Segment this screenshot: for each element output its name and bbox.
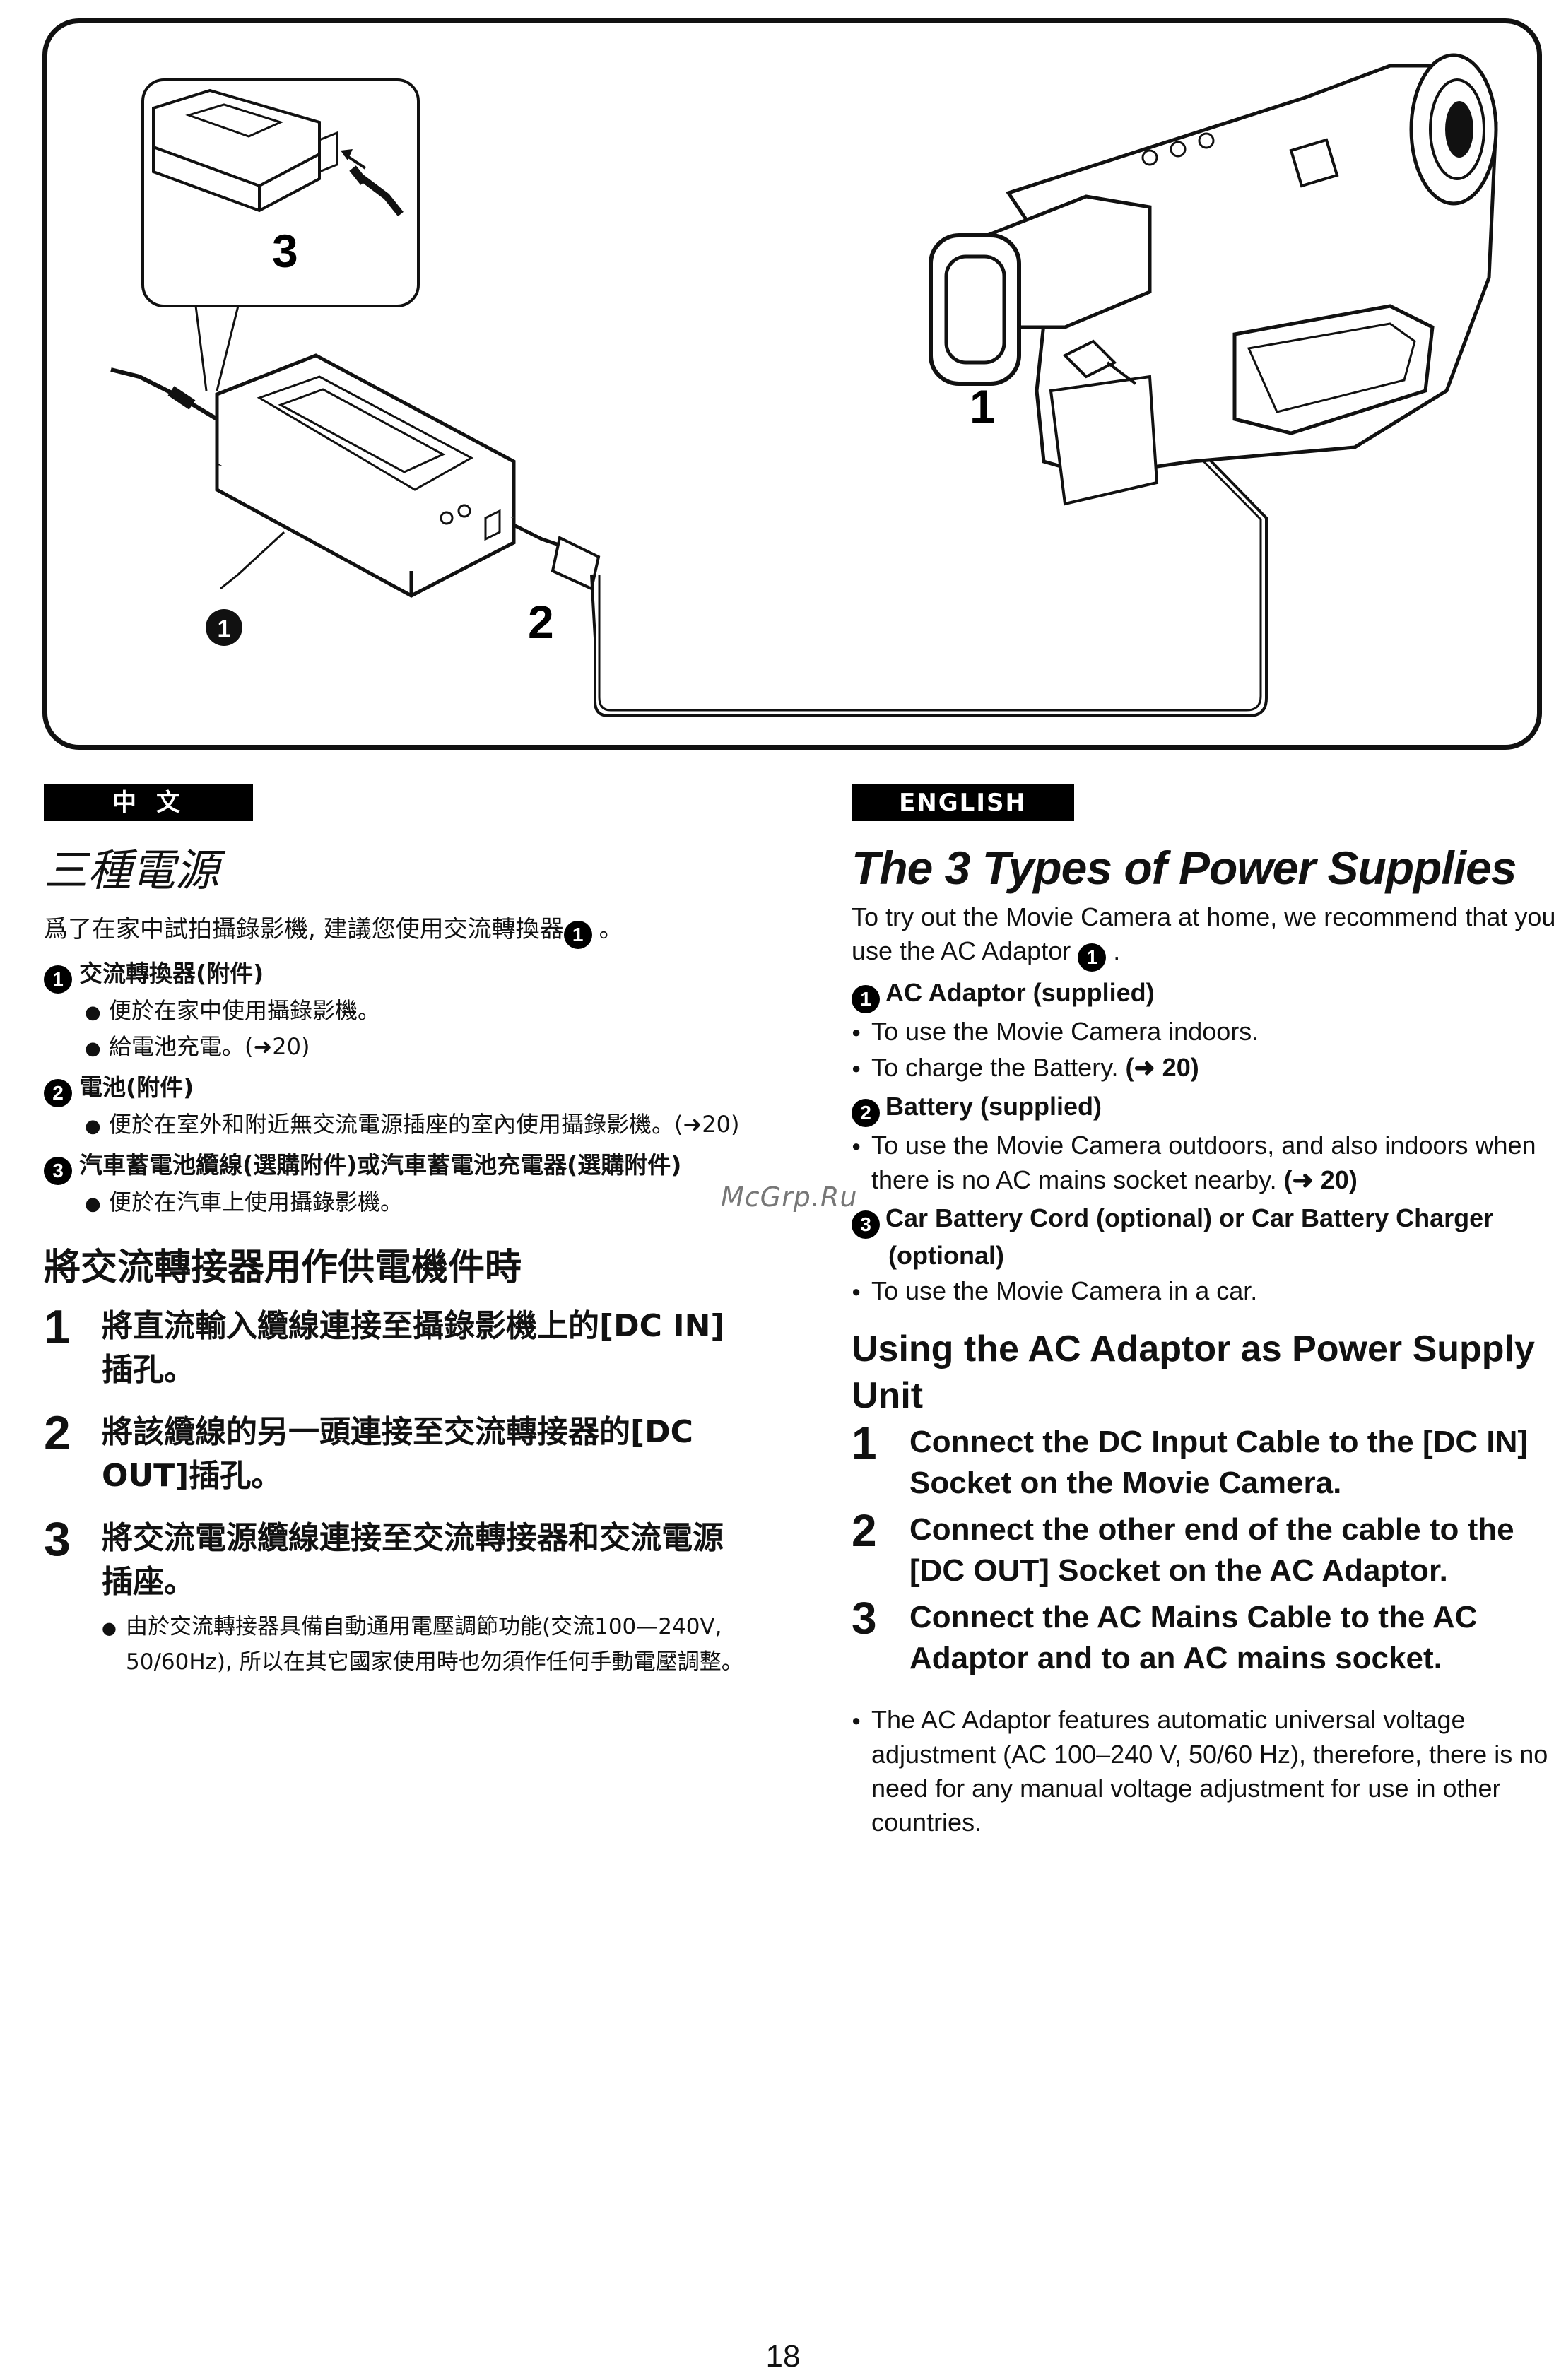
lang-label-english: ENGLISH: [852, 784, 1074, 821]
step-text: 將交流電源纜線連接至交流轉接器和交流電源插座。: [102, 1520, 724, 1600]
circled-2: 2: [852, 1099, 880, 1127]
zh-step-1: 1 將直流輸入纜線連接至攝錄影機上的[DC IN]插孔。: [44, 1300, 750, 1392]
illustration-panel: 3 1 2 1: [42, 18, 1542, 750]
zh-item-1: 1 交流轉換器(附件) 便於在家中使用攝錄影機。 給電池充電。(➜20): [44, 956, 750, 1066]
step-text: Connect the AC Mains Cable to the AC Ada…: [909, 1600, 1478, 1675]
en-item-1: 1AC Adaptor (supplied) To use the Movie …: [852, 976, 1558, 1085]
zh-intro-text: 爲了在家中試拍攝錄影機, 建議您使用交流轉換器: [44, 915, 564, 943]
label-3: 3: [272, 225, 298, 277]
circled-1: 1: [44, 965, 72, 994]
step-number: 3: [44, 1512, 71, 1566]
circled-1: 1: [1078, 943, 1107, 972]
en-heading-2: Using the AC Adaptor as Power Supply Uni…: [852, 1329, 1535, 1416]
en-step-3: 3 Connect the AC Mains Cable to the AC A…: [852, 1593, 1558, 1679]
zh-intro-end: 。: [599, 915, 623, 943]
en-bullet: To use the Movie Camera in a car.: [852, 1274, 1558, 1309]
zh-item-1-head: 1 交流轉換器(附件): [44, 956, 750, 994]
step-number: 2: [852, 1505, 877, 1556]
en-bullet: To use the Movie Camera indoors.: [852, 1015, 1558, 1049]
en-intro-text: To try out the Movie Camera at home, we …: [852, 902, 1556, 965]
en-item-1-title: AC Adaptor (supplied): [885, 978, 1155, 1007]
lang-label-chinese: 中文: [44, 784, 253, 821]
connection-diagram: 3 1 2 1: [110, 53, 1498, 717]
zh-bullet: 便於在家中使用攝錄影機。: [85, 994, 750, 1030]
page-reference: (➜ 20): [1125, 1053, 1199, 1082]
step-number: 2: [44, 1406, 71, 1460]
zh-item-1-title: 交流轉換器(附件): [79, 960, 264, 987]
page-number: 18: [765, 2339, 801, 2374]
step-number: 3: [852, 1593, 877, 1644]
step-text: 將該纜線的另一頭連接至交流轉接器的[DC OUT]插孔。: [102, 1414, 693, 1494]
en-note: The AC Adaptor features automatic univer…: [852, 1703, 1558, 1839]
en-intro-end: .: [1113, 936, 1121, 965]
en-intro: To try out the Movie Camera at home, we …: [852, 900, 1558, 972]
zh-bullet: 便於在室外和附近無交流電源插座的室內使用攝錄影機。(➜20): [85, 1107, 750, 1143]
step-text: Connect the other end of the cable to th…: [909, 1512, 1514, 1588]
zh-item-2: 2電池(附件) 便於在室外和附近無交流電源插座的室內使用攝錄影機。(➜20): [44, 1070, 750, 1143]
circled-1: 1: [852, 985, 880, 1013]
circled-1: 1: [563, 921, 592, 949]
step-number: 1: [852, 1418, 877, 1468]
ac-adaptor-drawing: [110, 353, 516, 598]
en-item-3-title: Car Battery Cord (optional) or Car Batte…: [885, 1203, 1494, 1270]
en-step-1: 1 Connect the DC Input Cable to the [DC …: [852, 1418, 1558, 1504]
label-1: 1: [970, 380, 996, 432]
step-number: 1: [44, 1300, 71, 1354]
zh-bullet: 給電池充電。(➜20): [85, 1030, 750, 1066]
step-text: Connect the DC Input Cable to the [DC IN…: [909, 1425, 1529, 1500]
zh-bullet: 便於在汽車上使用攝錄影機。: [85, 1185, 750, 1221]
watermark: McGrp.Ru: [721, 1182, 858, 1213]
charger-closeup-inset: [141, 78, 420, 307]
en-bullet-text: To use the Movie Camera in a car.: [871, 1276, 1258, 1305]
circled-3: 3: [852, 1210, 880, 1239]
circled-3: 3: [44, 1157, 72, 1185]
circled-2: 2: [44, 1079, 72, 1107]
label-2: 2: [528, 596, 554, 648]
zh-heading-2: 將交流轉接器用作供電機件時: [44, 1247, 522, 1289]
zh-title: 三種電源: [44, 844, 220, 896]
circle-1-label: 1: [218, 615, 231, 642]
en-bullet: To charge the Battery. (➜ 20): [852, 1051, 1558, 1085]
en-bullet: To use the Movie Camera outdoors, and al…: [852, 1129, 1558, 1197]
english-column: ENGLISH The 3 Types of Power Supplies To…: [852, 784, 1558, 1841]
circle-1-marker: [206, 609, 242, 646]
step-text: 將直流輸入纜線連接至攝錄影機上的[DC IN]插孔。: [102, 1308, 725, 1388]
en-item-2-title: Battery (supplied): [885, 1092, 1102, 1121]
movie-camera-drawing: [929, 53, 1498, 506]
zh-step-2: 2 將該纜線的另一頭連接至交流轉接器的[DC OUT]插孔。: [44, 1406, 750, 1498]
page-reference: (➜ 20): [1283, 1165, 1358, 1194]
en-bullet-text: To use the Movie Camera indoors.: [871, 1017, 1259, 1046]
en-step-2: 2 Connect the other end of the cable to …: [852, 1505, 1558, 1591]
en-note-text: The AC Adaptor features automatic univer…: [871, 1705, 1548, 1837]
zh-note: 由於交流轉接器具備自動通用電壓調節功能(交流100—240V, 50/60Hz)…: [102, 1610, 750, 1679]
zh-step-3: 3 將交流電源纜線連接至交流轉接器和交流電源插座。: [44, 1512, 750, 1604]
zh-item-3-title: 汽車蓄電池纜線(選購附件)或汽車蓄電池充電器(選購附件): [79, 1151, 682, 1179]
en-title: The 3 Types of Power Supplies: [852, 842, 1517, 894]
en-bullet-text: To use the Movie Camera outdoors, and al…: [871, 1131, 1536, 1194]
en-bullet-text: To charge the Battery.: [871, 1053, 1126, 1082]
zh-item-2-title: 電池(附件): [79, 1073, 194, 1101]
dc-cable-drawing: [512, 382, 1268, 717]
